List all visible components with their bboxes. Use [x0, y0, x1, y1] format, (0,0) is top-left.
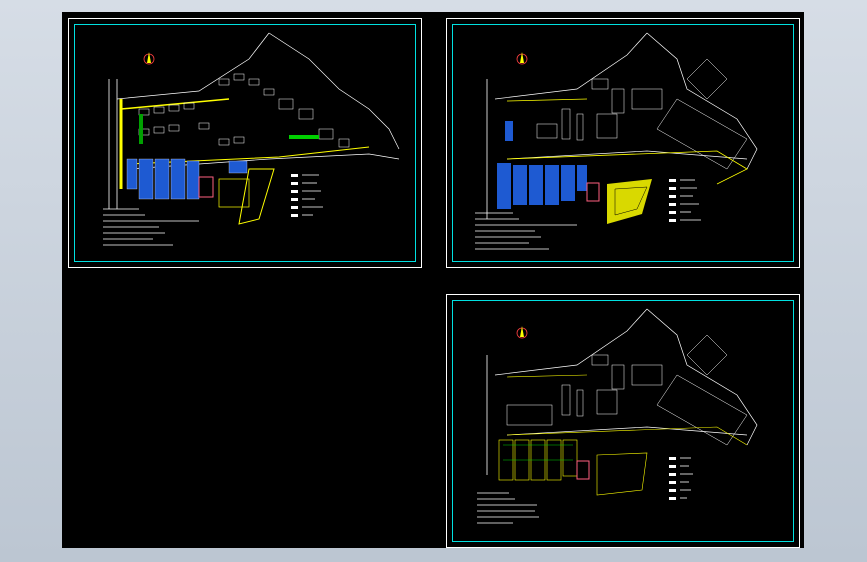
notes-block: [103, 208, 199, 246]
sheet-2-inner-frame: [452, 24, 794, 262]
drawing-sheet-1[interactable]: [68, 18, 422, 268]
legend-block: [669, 179, 701, 222]
notes-block: [475, 212, 577, 250]
sheet-3-inner-frame: [452, 300, 794, 542]
north-arrow-icon: [516, 326, 528, 339]
legend-swatch-icon: [291, 174, 298, 177]
sheet-1-inner-frame: [74, 24, 416, 262]
site-plan-2: [475, 32, 758, 250]
legend-block: [291, 174, 323, 217]
legend-block: [669, 457, 693, 500]
north-arrow-icon: [143, 52, 155, 65]
legend-swatch-icon: [669, 179, 676, 182]
drawing-sheet-2[interactable]: [446, 18, 800, 268]
cad-model-canvas[interactable]: [62, 12, 804, 548]
notes-block: [477, 492, 539, 524]
north-arrow-icon: [516, 52, 528, 65]
site-plan-3: [477, 308, 758, 524]
drawing-sheet-3[interactable]: [446, 294, 800, 548]
site-plan-1: [103, 32, 400, 246]
legend-swatch-icon: [669, 457, 676, 460]
